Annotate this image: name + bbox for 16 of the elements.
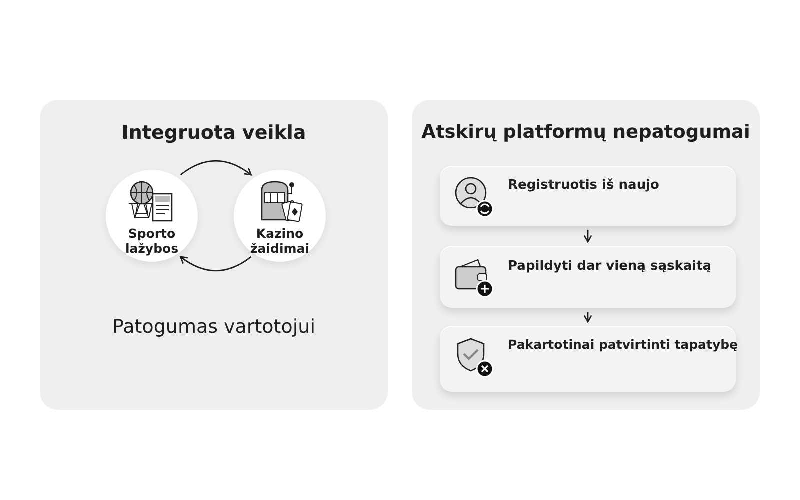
panel-caption: Patogumas vartotojui [112,316,316,339]
arrow [584,312,592,323]
circle-label: Kazino žaidimai [250,226,310,256]
step-card [440,326,736,392]
panel-card [412,100,760,410]
circle-label: Sporto lažybos [124,226,180,256]
panel-heading: Integruota veikla [120,122,308,145]
step-text: Papildyti dar vieną sąskaitą [508,259,713,275]
step-card [440,166,736,226]
panel-card [40,100,388,410]
arrow [180,256,252,272]
step-card [440,246,736,308]
arrow [584,230,592,243]
step-text: Registruotis iš naujo [508,178,660,194]
panel-heading: Atskirų platformų nepatogumai [420,122,752,144]
arrow [180,160,252,176]
